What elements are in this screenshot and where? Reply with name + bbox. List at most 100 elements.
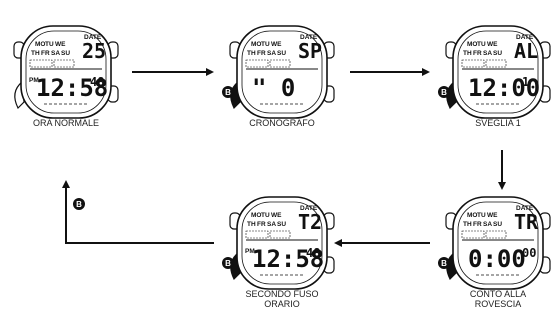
pm-indicator: PM: [29, 77, 39, 84]
b-button-circle: [222, 86, 234, 98]
watch-case: [236, 25, 328, 119]
weekday-mo: MO: [251, 212, 261, 219]
weekday-sa: SA: [483, 221, 492, 228]
weekday-th: TH: [247, 221, 256, 228]
weekday-th: TH: [463, 50, 472, 57]
watch-case: [452, 25, 544, 119]
b-button-marker: B: [438, 86, 450, 98]
segment-box-left: [245, 59, 269, 68]
weekday-tu: TU: [477, 212, 486, 219]
main-time-value: 12:58: [36, 74, 108, 102]
date-label: DATE: [516, 205, 534, 212]
seconds-value: 48: [306, 246, 320, 260]
segment-box-left: [245, 230, 269, 239]
main-time-value: 12:58: [252, 245, 324, 273]
watch-bezel: [25, 30, 107, 114]
caption-ora_normale: ORA NORMALE: [33, 118, 99, 128]
b-button-circle: [73, 198, 85, 210]
watch-case: [236, 196, 328, 290]
caption-cronografo: CRONOGRAFO: [249, 118, 315, 128]
segment-box-left: [461, 230, 485, 239]
b-button-label: B: [225, 259, 231, 268]
weekday-mo: MO: [467, 212, 477, 219]
b-button-label: B: [441, 259, 447, 268]
caption-sveglia_1: SVEGLIA 1: [475, 118, 521, 128]
weekday-sa: SA: [483, 50, 492, 57]
weekday-we: WE: [271, 212, 282, 219]
b-button-label: B: [441, 88, 447, 97]
b-button-marker: B: [222, 257, 234, 269]
watch-bezel: [457, 201, 539, 285]
date-label: DATE: [516, 34, 534, 41]
caption-line: CONTO ALLA: [469, 289, 527, 299]
weekday-we: WE: [55, 41, 66, 48]
seconds-value: 00: [522, 246, 536, 260]
caption-line: SVEGLIA 1: [475, 118, 521, 128]
weekday-we: WE: [271, 41, 282, 48]
watch-bezel: [241, 30, 323, 114]
weekday-sa: SA: [267, 221, 276, 228]
mode-indicator-value: TR: [514, 210, 539, 234]
weekday-we: WE: [487, 41, 498, 48]
segment-box-mid: [53, 59, 75, 68]
weekday-sa: SA: [51, 50, 60, 57]
watch-case: [452, 196, 544, 290]
weekday-mo: MO: [467, 41, 477, 48]
weekday-su: SU: [61, 50, 70, 57]
b-button-marker: B: [438, 257, 450, 269]
main-time-value: " 0: [252, 74, 295, 102]
weekday-su: SU: [493, 221, 502, 228]
mode-indicator-value: SP: [298, 39, 322, 63]
mode-indicator-value: T2: [298, 210, 322, 234]
caption-line: ROVESCIA: [474, 299, 522, 309]
b-button-label: B: [76, 200, 82, 209]
segment-box-left: [461, 59, 485, 68]
weekday-mo: MO: [35, 41, 45, 48]
caption-line: SECONDO FUSO: [245, 289, 319, 299]
weekday-fr: FR: [257, 221, 266, 228]
b-button-circle: [222, 257, 234, 269]
weekday-th: TH: [463, 221, 472, 228]
b-button-label: B: [225, 88, 231, 97]
b-button-marker: B: [222, 86, 234, 98]
seconds-value: 1: [522, 75, 529, 89]
main-time-value: 12:00: [468, 74, 540, 102]
weekday-tu: TU: [45, 41, 54, 48]
weekday-fr: FR: [41, 50, 50, 57]
weekday-we: WE: [487, 212, 498, 219]
weekday-tu: TU: [477, 41, 486, 48]
b-button-circle: [438, 257, 450, 269]
watch-case: [20, 25, 112, 119]
caption-line: ORA NORMALE: [32, 118, 100, 128]
weekday-fr: FR: [473, 50, 482, 57]
arrow-secondo-to-ora: [62, 180, 214, 244]
segment-box-mid: [485, 59, 507, 68]
b-button-circle: [438, 86, 450, 98]
weekday-tu: TU: [261, 212, 270, 219]
mode-indicator-value: AL: [514, 39, 538, 63]
mode-indicator-value: 25: [82, 39, 106, 63]
weekday-fr: FR: [257, 50, 266, 57]
weekday-sa: SA: [267, 50, 276, 57]
segment-box-mid: [485, 230, 507, 239]
b-button-marker-return: B: [73, 198, 85, 210]
caption-line: CRONOGRAFO: [249, 118, 315, 128]
segment-box-mid: [269, 230, 291, 239]
segment-box-left: [29, 59, 53, 68]
pm-indicator: PM: [245, 248, 255, 255]
weekday-th: TH: [31, 50, 40, 57]
weekday-su: SU: [277, 221, 286, 228]
weekday-fr: FR: [473, 221, 482, 228]
caption-line: ORARIO: [264, 299, 300, 309]
weekday-th: TH: [247, 50, 256, 57]
date-label: DATE: [300, 34, 318, 41]
weekday-su: SU: [277, 50, 286, 57]
